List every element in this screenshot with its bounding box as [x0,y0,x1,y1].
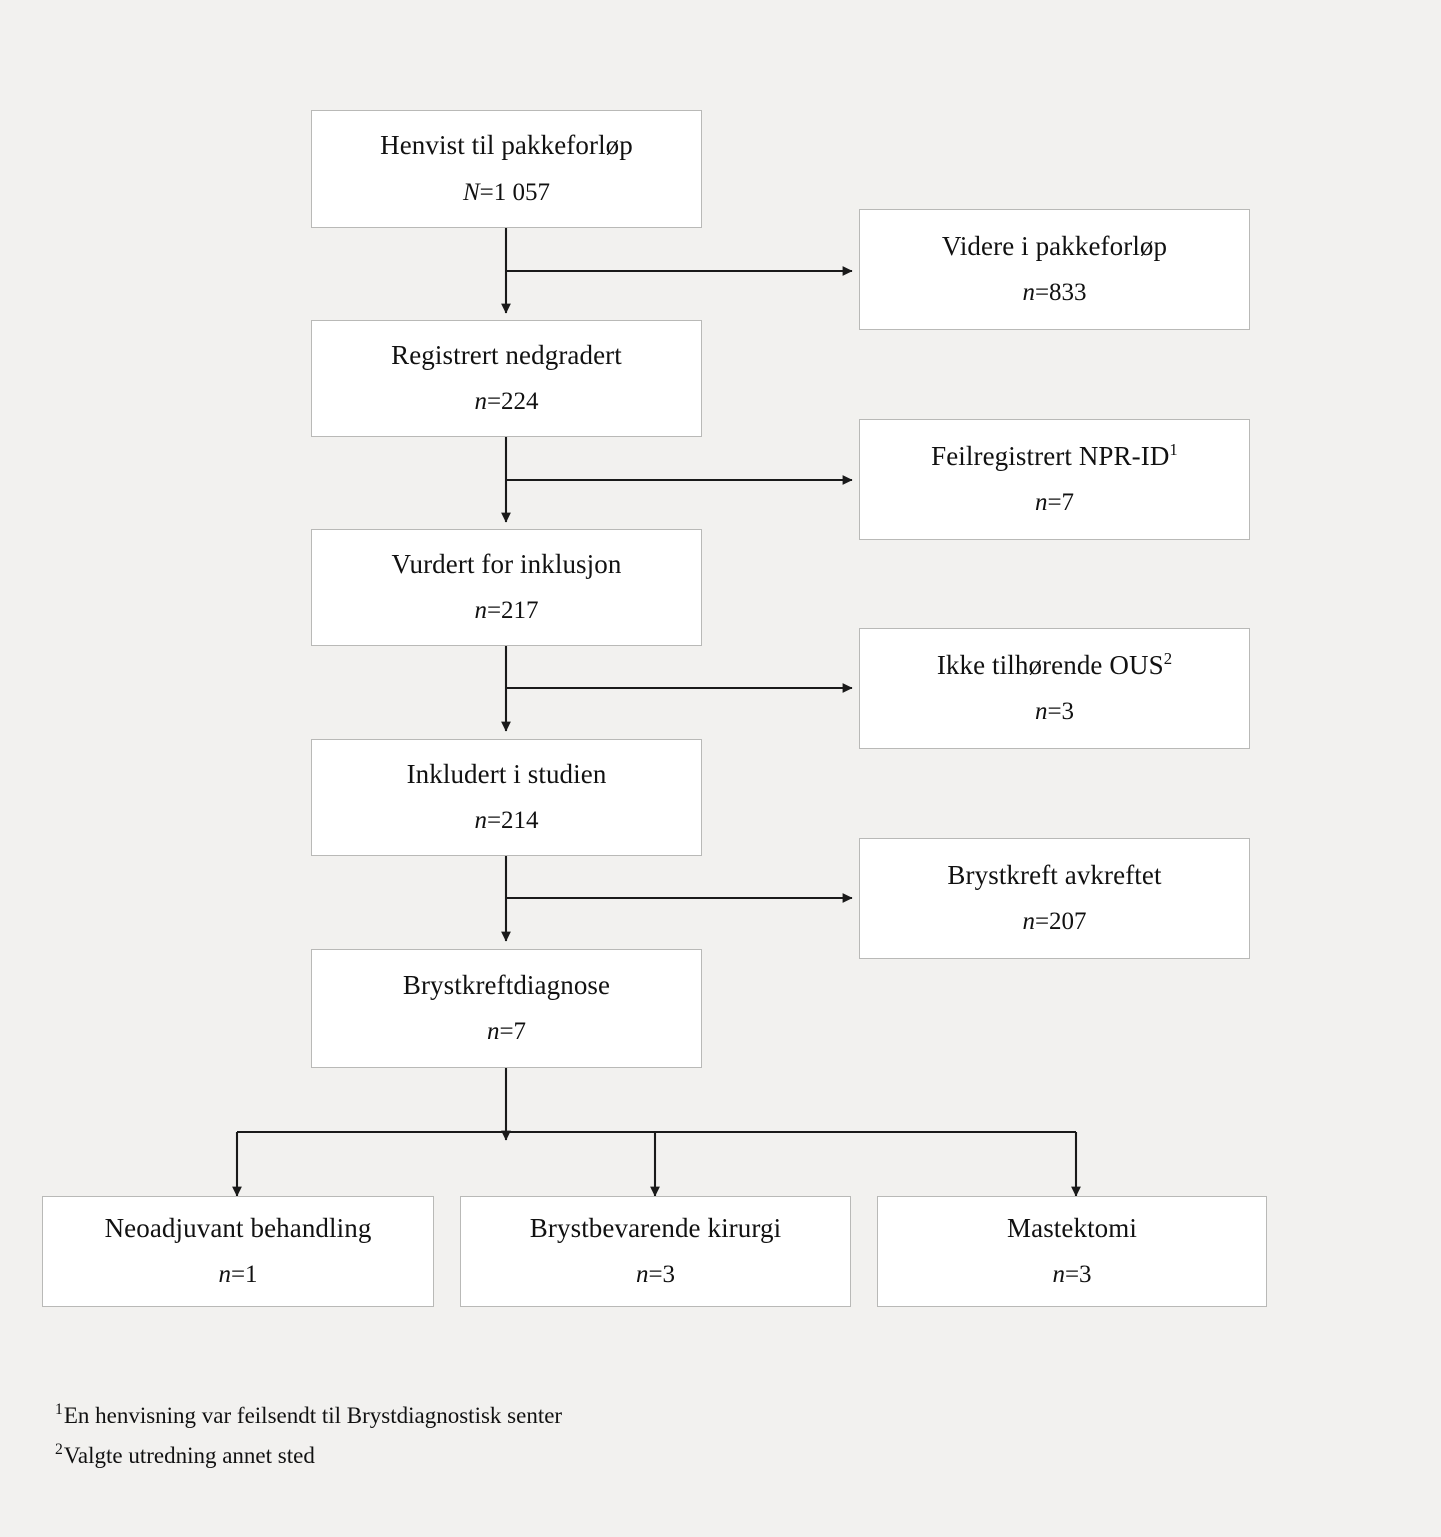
count-symbol: n [635,1261,649,1289]
count-equals: = [1047,489,1062,517]
node-title: Registrert nedgradert [391,339,622,370]
node-title: Vurdert for inklusjon [391,548,622,579]
footnote-marker-1: 1 [1169,439,1178,459]
count-value: 207 [1049,908,1087,936]
footnote-number: 2 [55,1440,63,1458]
node-title: Mastektomi [1007,1212,1137,1243]
count-equals: = [479,178,494,206]
footnote-marker-2: 2 [1163,648,1173,668]
node-title: Ikke tilhørende OUS2 [937,650,1172,682]
node-feilregistrert-npr-id: Feilregistrert NPR-ID1 n=7 [859,419,1250,540]
node-count: n=7 [487,1017,526,1047]
count-equals: = [1034,908,1050,936]
node-vurdert-for-inklusjon: Vurdert for inklusjon n=217 [311,529,702,646]
footnote-item: 1En henvisning var feilsendt til Brystdi… [55,1396,955,1436]
node-count: n=3 [1035,697,1074,727]
count-symbol: n [486,1018,500,1046]
count-symbol: n [474,807,487,835]
count-value: 7 [1061,489,1075,517]
node-count: n=3 [636,1260,675,1290]
count-equals: = [486,807,502,835]
node-count: n=3 [1052,1260,1091,1290]
node-title: Brystbevarende kirurgi [529,1212,782,1243]
node-registrert-nedgradert: Registrert nedgradert n=224 [311,320,702,437]
footnote-text: En henvisning var feilsendt til Brystdia… [63,1403,563,1428]
count-symbol: n [1022,908,1035,936]
footnote-list: 1En henvisning var feilsendt til Brystdi… [55,1396,955,1475]
count-symbol: n [474,388,487,416]
node-count: n=833 [1022,278,1086,308]
count-equals: = [1064,1261,1080,1289]
node-count: n=217 [474,596,538,626]
count-equals: = [230,1261,246,1289]
count-equals: = [486,597,502,625]
node-mastektomi: Mastektomi n=3 [877,1196,1267,1307]
footnote-text: Valgte utredning annet sted [63,1442,315,1468]
node-inkludert-i-studien: Inkludert i studien n=214 [311,739,702,856]
node-count: N=1 057 [463,178,550,208]
count-equals: = [1034,279,1050,307]
count-symbol: n [1034,489,1048,517]
node-count: n=7 [1035,488,1074,518]
node-title: Brystkreft avkreftet [947,860,1161,892]
count-symbol: n [1052,1261,1065,1289]
node-count: n=224 [474,387,538,417]
count-value: 7 [513,1018,527,1046]
node-brystkreftdiagnose: Brystkreftdiagnose n=7 [311,949,702,1068]
node-title-text: Ikke tilhørende OUS [936,649,1164,680]
node-title: Inkludert i studien [406,758,607,789]
node-title: Brystkreftdiagnose [402,969,611,1000]
node-count: n=1 [218,1260,257,1290]
node-ikke-tilhorende-ous: Ikke tilhørende OUS2 n=3 [859,628,1250,749]
count-value: 214 [501,807,539,835]
node-neoadjuvant-behandling: Neoadjuvant behandling n=1 [42,1196,434,1307]
count-symbol: n [1034,698,1048,726]
node-title: Videre i pakkeforløp [942,231,1167,263]
count-value: 3 [1079,1261,1092,1289]
node-brystkreft-avkreftet: Brystkreft avkreftet n=207 [859,838,1250,959]
node-title-text: Brystkreft avkreftet [947,859,1162,890]
node-count: n=207 [1022,907,1086,937]
footnote-number: 1 [55,1401,63,1419]
node-title: Feilregistrert NPR-ID1 [931,441,1178,473]
count-value: 833 [1049,279,1087,307]
node-title-text: Feilregistrert NPR-ID [931,440,1170,471]
node-count: n=214 [474,806,538,836]
node-brystbevarende-kirurgi: Brystbevarende kirurgi n=3 [460,1196,851,1307]
footnote-item: 2Valgte utredning annet sted [55,1436,955,1476]
node-title: Neoadjuvant behandling [104,1212,372,1243]
node-title-text: Videre i pakkeforløp [941,230,1168,261]
count-value: 3 [662,1261,676,1289]
count-value: 224 [501,388,539,416]
count-equals: = [648,1261,663,1289]
count-value: 1 [245,1261,258,1289]
count-value: 3 [1061,698,1075,726]
node-videre-i-pakkeforlop: Videre i pakkeforløp n=833 [859,209,1250,330]
count-equals: = [499,1018,514,1046]
node-henvist-til-pakkeforlop: Henvist til pakkeforløp N=1 057 [311,110,702,228]
count-equals: = [1047,698,1062,726]
count-value: 217 [501,597,539,625]
count-symbol: n [218,1261,231,1289]
node-title: Henvist til pakkeforløp [380,130,633,161]
count-symbol: n [1022,279,1035,307]
count-symbol: n [474,597,487,625]
count-equals: = [486,388,502,416]
count-value: 1 057 [493,178,551,206]
count-symbol: N [462,178,480,206]
